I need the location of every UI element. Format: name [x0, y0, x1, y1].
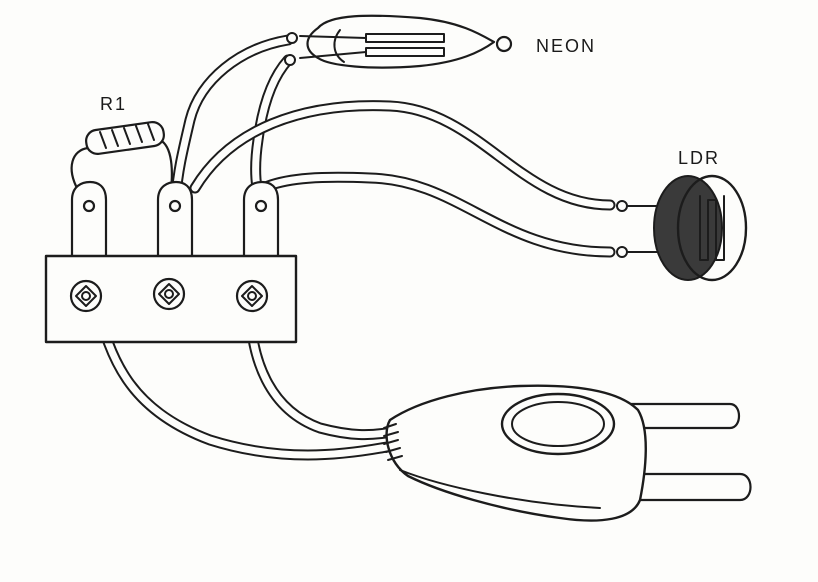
wire-neon-upper: [170, 34, 294, 202]
resistor-r1: [85, 121, 165, 155]
wire-ldr-upper: [189, 100, 616, 211]
solder-lug-2: [156, 180, 194, 258]
screw-1: [69, 279, 103, 313]
screw-2: [152, 277, 186, 311]
ldr-body: [653, 175, 723, 281]
ldr: [616, 174, 748, 282]
label-neon: NEON: [536, 36, 596, 56]
solder-lug-3: [242, 180, 280, 258]
wire-ldr-lower: [262, 171, 616, 258]
screw-3: [235, 279, 269, 313]
mains-plug: [383, 384, 752, 522]
wire-cord-right: [244, 296, 398, 441]
neon-lamp: [284, 14, 513, 69]
wire-neon-lower: [250, 54, 294, 194]
wire-cord-left: [90, 294, 398, 461]
plug-prong-lower: [618, 472, 752, 502]
label-r1: R1: [100, 94, 127, 114]
label-ldr: LDR: [678, 148, 720, 168]
solder-lug-1: [70, 180, 108, 258]
terminal-strip: [44, 180, 298, 344]
